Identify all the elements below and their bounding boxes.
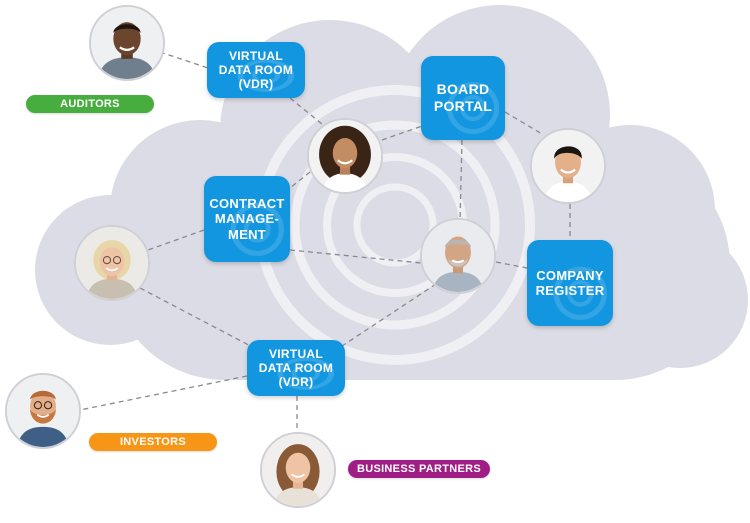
avatar-investor xyxy=(5,373,81,449)
portrait-bearded-man-glasses-icon xyxy=(7,375,79,447)
connector-woman-contract xyxy=(289,171,311,189)
avatar-woman-curly xyxy=(307,118,383,194)
connector-vdr-woman xyxy=(289,97,323,125)
board-portal-box: BOARD PORTAL xyxy=(421,56,505,140)
portrait-older-man-beard-icon xyxy=(422,220,494,292)
swirl-decoration-icon xyxy=(247,340,345,396)
vdr-top-box: VIRTUAL DATA ROOM (VDR) xyxy=(207,42,305,98)
connector-vdr-investor xyxy=(79,375,248,411)
avatar-older-woman xyxy=(74,225,150,301)
swirl-decoration-icon xyxy=(527,240,613,326)
box-text-line: VIRTUAL xyxy=(268,346,324,361)
connector-auditor-vdr xyxy=(159,51,209,69)
swirl-decoration-icon xyxy=(421,56,505,140)
avatar-young-man xyxy=(530,128,606,204)
portrait-woman-curly-hair-icon xyxy=(309,120,381,192)
connector-oldman-vdr xyxy=(335,283,437,351)
box-text-line: MANAGE- xyxy=(214,211,280,227)
box-text-line: DATA ROOM xyxy=(218,62,294,77)
box-text-line: CONTRACT xyxy=(209,196,285,211)
portrait-man-dark-skin-icon xyxy=(91,7,163,79)
avatar-partner xyxy=(260,432,336,508)
auditors-label: AUDITORS xyxy=(26,95,154,113)
investors-label: INVESTORS xyxy=(89,433,217,451)
box-text-line: PORTAL xyxy=(433,98,493,114)
connector-contract-oldman xyxy=(289,249,422,264)
portrait-young-man-icon xyxy=(532,130,604,202)
swirl-decoration-icon xyxy=(207,42,305,98)
avatar-auditor xyxy=(89,5,165,81)
box-text-line: (VDR) xyxy=(238,77,274,92)
business-partners-label: BUSINESS PARTNERS xyxy=(348,460,490,478)
connector-contract-oldwoman xyxy=(147,229,205,251)
swirl-decoration-icon xyxy=(204,176,290,262)
vdr-bottom-box: VIRTUAL DATA ROOM (VDR) xyxy=(247,340,345,396)
connector-oldwoman-vdr xyxy=(139,287,263,353)
box-text-line: BOARD xyxy=(436,81,490,98)
portrait-older-woman-glasses-icon xyxy=(76,227,148,299)
portrait-young-woman-icon xyxy=(262,434,334,506)
connectors xyxy=(79,51,571,433)
avatar-older-man xyxy=(420,218,496,294)
connector-board-youngman xyxy=(504,111,543,135)
box-text-line: MENT xyxy=(227,226,267,242)
connector-woman-board xyxy=(381,125,423,141)
box-text-line: (VDR) xyxy=(278,375,314,390)
box-text-line: COMPANY xyxy=(536,267,604,283)
box-text-line: DATA ROOM xyxy=(258,360,334,375)
contract-management-box: CONTRACT MANAGE- MENT xyxy=(204,176,290,262)
company-register-box: COMPANY REGISTER xyxy=(527,240,613,326)
box-text-line: REGISTER xyxy=(535,283,605,298)
box-text-line: VIRTUAL xyxy=(228,48,284,63)
connector-board-oldman xyxy=(459,139,463,221)
